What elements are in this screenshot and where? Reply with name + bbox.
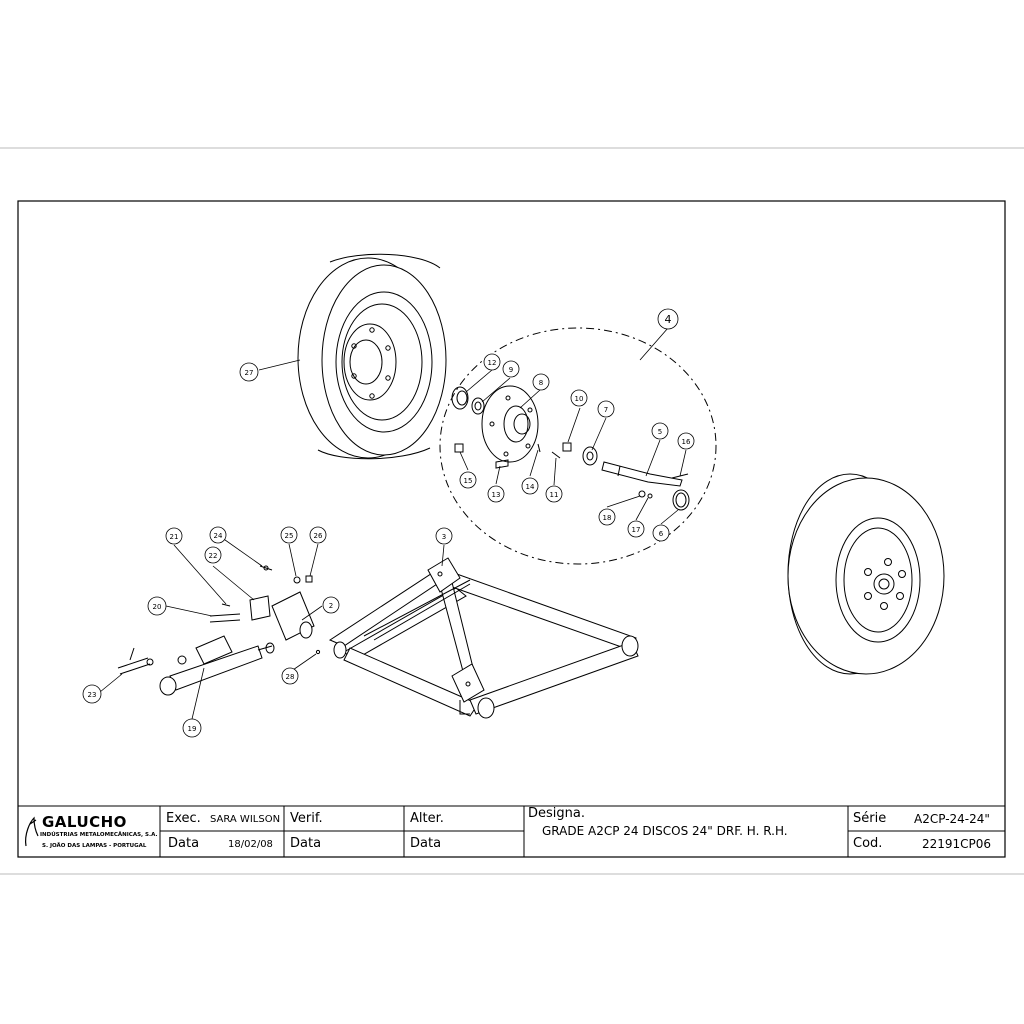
callout-16: 16 bbox=[682, 438, 691, 446]
callout-9: 9 bbox=[509, 366, 513, 374]
callout-10: 10 bbox=[575, 395, 584, 403]
hub-assembly-outline bbox=[439, 327, 717, 565]
callout-25: 25 bbox=[285, 532, 294, 540]
callout-13: 13 bbox=[492, 491, 501, 499]
callout-11: 11 bbox=[550, 491, 559, 499]
wheel-right bbox=[787, 473, 945, 675]
wheel-left bbox=[297, 253, 447, 460]
alter-date-label: Data bbox=[410, 836, 442, 851]
callout-5: 5 bbox=[658, 428, 662, 436]
date-label: Data bbox=[168, 836, 200, 851]
callout-26: 26 bbox=[314, 532, 323, 540]
callouts bbox=[82, 308, 695, 738]
company-location: S. JOÃO DAS LAMPAS - PORTUGAL bbox=[42, 843, 147, 849]
callout-7: 7 bbox=[604, 406, 608, 414]
callout-22: 22 bbox=[209, 552, 218, 560]
hydraulic-parts bbox=[117, 565, 321, 696]
designation-label: Designa. bbox=[528, 806, 585, 821]
date-value: 18/02/08 bbox=[228, 839, 273, 850]
serie-label: Série bbox=[853, 811, 887, 826]
callout-6: 6 bbox=[659, 530, 664, 538]
callout-15: 15 bbox=[464, 477, 473, 485]
galucho-logo-mark bbox=[25, 816, 39, 847]
callout-18: 18 bbox=[603, 514, 612, 522]
company-name: INDÚSTRIAS METALOMECÂNICAS, S.A. bbox=[40, 832, 158, 838]
designation-value: GRADE A2CP 24 DISCOS 24" DRF. H. R.H. bbox=[542, 824, 788, 838]
title-block bbox=[17, 805, 1006, 858]
code-value: 22191CP06 bbox=[922, 837, 992, 851]
callout-21: 21 bbox=[170, 533, 179, 541]
callout-19: 19 bbox=[188, 725, 197, 733]
company-brand: GALUCHO bbox=[42, 813, 127, 831]
exec-label: Exec. bbox=[166, 811, 201, 826]
verif-label: Verif. bbox=[290, 811, 323, 826]
callout-28: 28 bbox=[286, 673, 295, 681]
callout-2: 2 bbox=[329, 602, 333, 610]
callout-23: 23 bbox=[88, 691, 97, 699]
code-label: Cod. bbox=[853, 836, 883, 851]
callout-20: 20 bbox=[153, 603, 162, 611]
callout-3: 3 bbox=[442, 533, 446, 541]
callout-8: 8 bbox=[539, 379, 543, 387]
verif-date-label: Data bbox=[290, 836, 322, 851]
callout-24: 24 bbox=[214, 532, 223, 540]
callout-14: 14 bbox=[526, 483, 535, 491]
exec-value: SARA WILSON bbox=[210, 814, 281, 825]
callout-27: 27 bbox=[245, 369, 254, 377]
axle-frame bbox=[328, 557, 639, 719]
callout-12: 12 bbox=[488, 359, 497, 367]
alter-label: Alter. bbox=[410, 811, 444, 826]
serie-value: A2CP-24-24" bbox=[914, 812, 990, 826]
hub-parts bbox=[451, 385, 690, 511]
callout-4: 4 bbox=[665, 313, 672, 326]
callout-17: 17 bbox=[632, 526, 641, 534]
